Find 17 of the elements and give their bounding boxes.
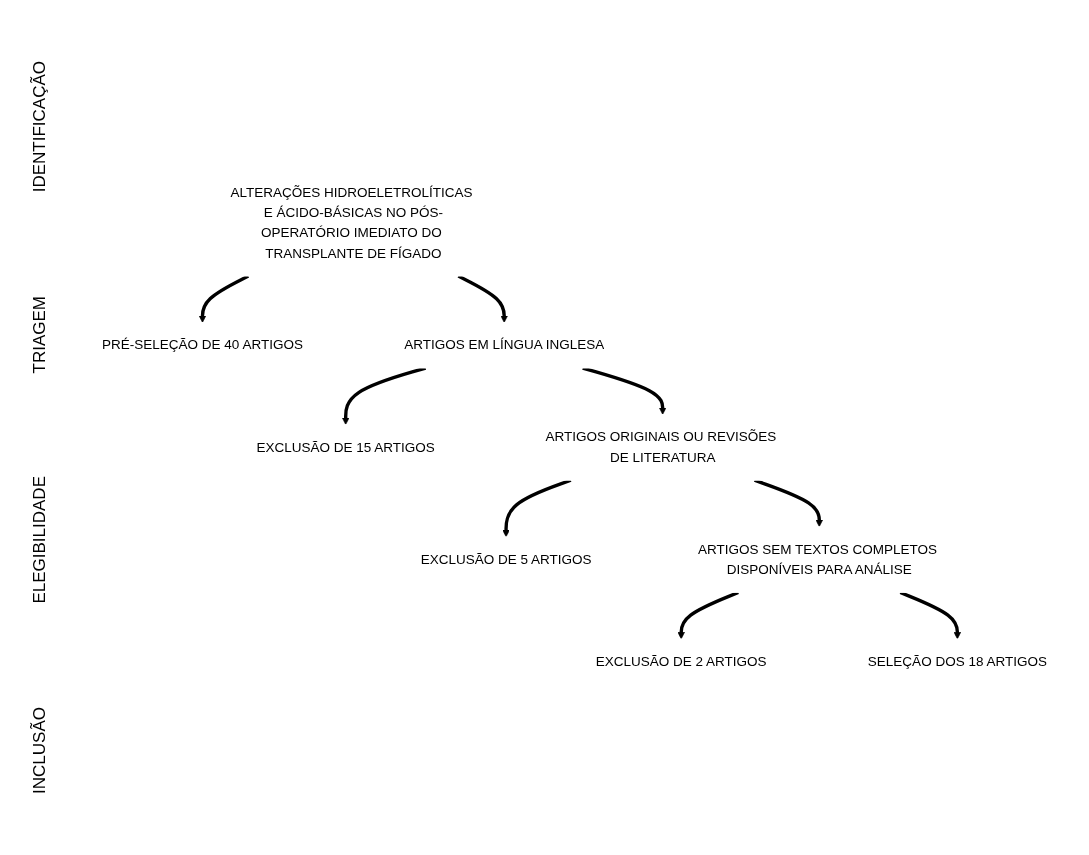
arrow — [502, 479, 572, 538]
arrow — [677, 591, 739, 640]
stage-label: TRIAGEM — [30, 295, 50, 374]
node-text: ARTIGOS ORIGINAIS OU REVISÕES DE LITERATURA — [545, 430, 777, 465]
stage-label: IDENTIFICAÇÃO — [30, 61, 50, 193]
node-text: EXCLUSÃO DE 15 ARTIGOS — [256, 440, 435, 455]
node-text: ALTERAÇÕES HIDROELETROLÍTICAS E ÁCIDO-BÁSICAS NO PÓS-OPERATÓRIO IMEDIATO DO TRANSPLANTE DE FÍGADO — [230, 185, 473, 261]
arrow — [753, 479, 823, 528]
stage-label: ELEGIBILIDADE — [30, 476, 50, 604]
stage-label: INCLUSÃO — [30, 706, 50, 794]
node-text: ARTIGOS SEM TEXTOS COMPLETOS DISPONÍVEIS PARA ANÁLISE — [697, 542, 937, 577]
node-text: EXCLUSÃO DE 2 ARTIGOS — [595, 654, 767, 669]
node-text: EXCLUSÃO DE 5 ARTIGOS — [420, 552, 592, 567]
node-text: ARTIGOS EM LÍNGUA INGLESA — [404, 338, 605, 353]
node-text: SELEÇÃO DOS 18 ARTIGOS — [867, 654, 1047, 669]
node-text: PRÉ-SELEÇÃO DE 40 ARTIGOS — [102, 338, 303, 353]
arrow — [899, 591, 962, 640]
